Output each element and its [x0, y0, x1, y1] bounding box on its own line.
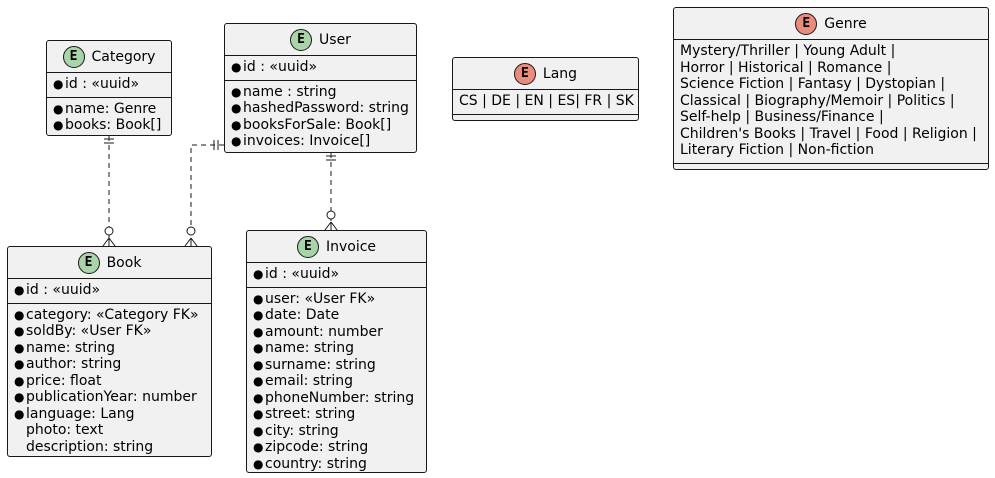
primary-key-field: ●id : «uuid» [231, 59, 318, 75]
enum-header: E Genre [674, 8, 988, 40]
field: ●name : string [231, 83, 337, 100]
enum-header: E Lang [453, 58, 638, 90]
entity-title: Invoice [325, 238, 377, 255]
enum-title: Genre [824, 15, 867, 32]
field: ●surname: string [253, 356, 376, 373]
enum-icon: E [513, 62, 536, 85]
mandatory-bullet-icon: ● [14, 283, 25, 297]
mandatory-bullet-icon: ● [253, 390, 264, 405]
field: ●category: «Category FK» [14, 306, 199, 323]
entity-title: Category [91, 48, 156, 65]
mandatory-bullet-icon: ● [14, 340, 25, 355]
field: ●name: Genre [53, 100, 157, 117]
field: ●booksForSale: Book[] [231, 116, 392, 133]
field: ●phoneNumber: string [253, 389, 415, 406]
optional-field: description: string [26, 438, 154, 455]
mandatory-bullet-icon: ● [14, 373, 25, 388]
enum-values: Self-help | Business/Finance | [680, 109, 884, 125]
mandatory-bullet-icon: ● [231, 60, 242, 74]
field: ●books: Book[] [53, 117, 162, 133]
relation-category-book [102, 136, 116, 247]
enum-methods-section [453, 113, 638, 122]
mandatory-bullet-icon: ● [14, 324, 25, 338]
mandatory-bullet-icon: ● [53, 118, 64, 132]
field: ●soldBy: «User FK» [14, 323, 152, 339]
enum-values: Horror | Historical | Romance | [680, 59, 892, 76]
enum-methods-section [674, 162, 988, 171]
field: ●price: float [14, 372, 102, 389]
primary-key-field: ●id : «uuid» [53, 76, 140, 92]
field: ●language: Lang [14, 405, 135, 422]
entity-icon: E [77, 251, 100, 274]
entity-invoice: E Invoice ●id : «uuid» ●user: «User FK» … [246, 230, 427, 473]
enum-icon: E [795, 12, 818, 35]
entity-icon: E [296, 235, 319, 258]
enum-values: Children's Books | Travel | Food | Relig… [680, 125, 977, 142]
mandatory-bullet-icon: ● [253, 374, 264, 388]
entity-header: E Category [47, 41, 171, 73]
mandatory-bullet-icon: ● [253, 407, 264, 421]
mandatory-bullet-icon: ● [231, 117, 242, 132]
mandatory-bullet-icon: ● [253, 357, 264, 372]
relation-user-invoice [324, 153, 338, 231]
field: ●publicationYear: number [14, 389, 197, 405]
mandatory-bullet-icon: ● [253, 308, 264, 322]
entity-category: E Category ●id : «uuid» ●name: Genre ●bo… [46, 40, 172, 136]
mandatory-bullet-icon: ● [53, 77, 64, 91]
mandatory-bullet-icon: ● [53, 101, 64, 116]
optional-field: photo: text [26, 422, 104, 438]
mandatory-bullet-icon: ● [253, 423, 264, 438]
mandatory-bullet-icon: ● [14, 390, 25, 404]
mandatory-bullet-icon: ● [253, 456, 264, 471]
enum-values: Literary Fiction | Non-fiction [680, 142, 874, 158]
mandatory-bullet-icon: ● [253, 291, 264, 306]
relation-user-book [184, 140, 224, 247]
mandatory-bullet-icon: ● [231, 84, 242, 99]
field: ●email: string [253, 373, 353, 389]
mandatory-bullet-icon: ● [231, 134, 242, 148]
enum-values: Mystery/Thriller | Young Adult | [680, 43, 896, 59]
field: ●invoices: Invoice[] [231, 133, 371, 149]
entity-book: E Book ●id : «uuid» ●category: «Category… [7, 246, 212, 457]
field: ●user: «User FK» [253, 290, 376, 307]
field: ●street: string [253, 406, 356, 422]
mandatory-bullet-icon: ● [253, 324, 264, 339]
enum-genre: E Genre Mystery/Thriller | Young Adult |… [673, 7, 989, 170]
mandatory-bullet-icon: ● [231, 101, 242, 115]
primary-key-field: ●id : «uuid» [253, 266, 340, 282]
mandatory-bullet-icon: ● [14, 406, 25, 421]
field: ●amount: number [253, 323, 383, 340]
field: ●country: string [253, 455, 367, 472]
field: ●name: string [14, 339, 116, 356]
entity-title: Book [106, 254, 142, 271]
enum-values: Classical | Biography/Memoir | Politics … [680, 92, 955, 109]
field: ●zipcode: string [253, 439, 369, 455]
entity-header: E Invoice [247, 231, 426, 263]
enum-lang: E Lang CS | DE | EN | ES| FR | SK [452, 57, 639, 121]
entity-header: E Book [8, 247, 211, 279]
entity-user: E User ●id : «uuid» ●name : string ●hash… [224, 23, 417, 153]
mandatory-bullet-icon: ● [253, 440, 264, 454]
entity-icon: E [62, 45, 85, 68]
mandatory-bullet-icon: ● [253, 267, 264, 281]
entity-title: User [319, 31, 351, 48]
enum-title: Lang [542, 65, 578, 82]
primary-key-field: ●id : «uuid» [14, 282, 101, 298]
enum-values: Science Fiction | Fantasy | Dystopian | [680, 76, 946, 92]
enum-values: CS | DE | EN | ES| FR | SK [459, 93, 634, 109]
entity-header: E User [225, 24, 416, 56]
entity-icon: E [290, 28, 313, 51]
mandatory-bullet-icon: ● [14, 307, 25, 322]
field: ●author: string [14, 356, 122, 372]
field: ●date: Date [253, 307, 340, 323]
field: ●name: string [253, 340, 355, 356]
field: ●city: string [253, 422, 339, 439]
mandatory-bullet-icon: ● [14, 357, 25, 371]
field: ●hashedPassword: string [231, 100, 409, 116]
mandatory-bullet-icon: ● [253, 341, 264, 355]
